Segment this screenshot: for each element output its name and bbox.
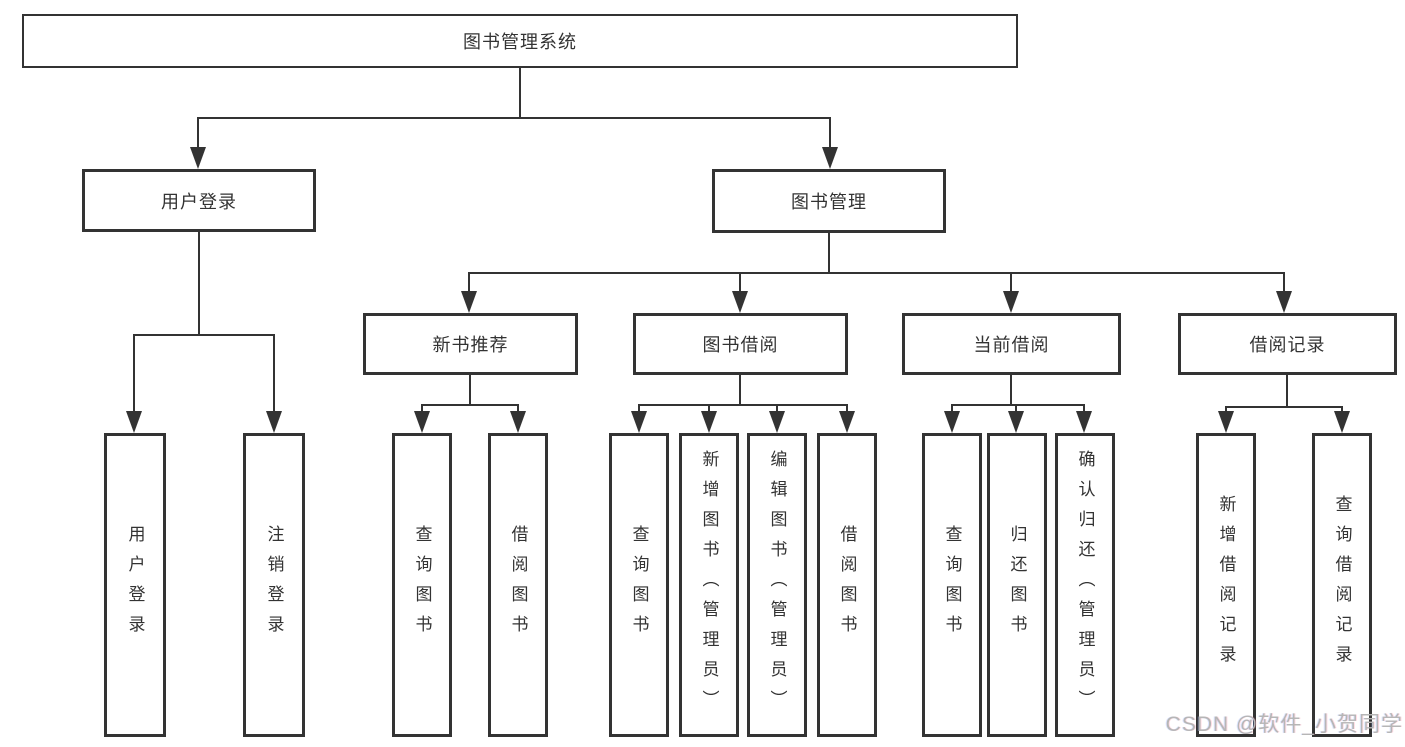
connector-line bbox=[951, 404, 953, 413]
node-user-login: 用户登录 bbox=[82, 169, 316, 232]
arrow-down-icon bbox=[701, 411, 717, 433]
connector-line bbox=[517, 404, 519, 413]
connector-line bbox=[468, 272, 1285, 274]
connector-line bbox=[1010, 272, 1012, 293]
node-root-label: 图书管理系统 bbox=[463, 32, 577, 52]
arrow-down-icon bbox=[1276, 291, 1292, 313]
leaf-confirm-return-admin: 确认归还（管理员） bbox=[1055, 433, 1115, 737]
node-borrow-records-label: 借阅记录 bbox=[1249, 335, 1326, 355]
node-book-management: 图书管理 bbox=[712, 169, 946, 233]
leaf-add-books-admin-label: 新增图书（管理员） bbox=[699, 450, 719, 720]
leaf-add-books-admin: 新增图书（管理员） bbox=[679, 433, 739, 737]
arrow-down-icon bbox=[266, 411, 282, 433]
arrow-down-icon bbox=[414, 411, 430, 433]
connector-line bbox=[273, 334, 275, 413]
leaf-query-books-2: 查询图书 bbox=[609, 433, 669, 737]
leaf-query-borrow-record-label: 查询借阅记录 bbox=[1332, 495, 1352, 675]
connector-line bbox=[469, 374, 471, 406]
connector-line bbox=[197, 117, 831, 119]
leaf-return-books: 归还图书 bbox=[987, 433, 1047, 737]
node-book-borrow-label: 图书借阅 bbox=[702, 335, 779, 355]
arrow-down-icon bbox=[1003, 291, 1019, 313]
leaf-edit-books-admin-label: 编辑图书（管理员） bbox=[767, 450, 787, 720]
connector-line bbox=[846, 404, 848, 413]
leaf-borrow-books-1: 借阅图书 bbox=[488, 433, 548, 737]
arrow-down-icon bbox=[732, 291, 748, 313]
connector-line bbox=[1341, 406, 1343, 413]
arrow-down-icon bbox=[1076, 411, 1092, 433]
connector-line bbox=[133, 334, 275, 336]
arrow-down-icon bbox=[1218, 411, 1234, 433]
connector-line bbox=[952, 404, 1085, 406]
arrow-down-icon bbox=[190, 147, 206, 169]
connector-line bbox=[708, 404, 710, 413]
connector-line bbox=[133, 334, 135, 413]
leaf-logout-label: 注销登录 bbox=[264, 525, 284, 645]
connector-line bbox=[468, 272, 470, 293]
leaf-confirm-return-admin-label: 确认归还（管理员） bbox=[1075, 450, 1095, 720]
node-root: 图书管理系统 bbox=[22, 14, 1018, 68]
leaf-add-borrow-record-label: 新增借阅记录 bbox=[1216, 495, 1236, 675]
connector-line bbox=[1283, 272, 1285, 293]
leaf-borrow-books-2-label: 借阅图书 bbox=[837, 525, 857, 645]
node-book-borrow: 图书借阅 bbox=[633, 313, 848, 375]
connector-line bbox=[1083, 404, 1085, 413]
leaf-user-login-label: 用户登录 bbox=[125, 525, 145, 645]
leaf-query-books-3-label: 查询图书 bbox=[942, 525, 962, 645]
arrow-down-icon bbox=[1334, 411, 1350, 433]
node-book-management-label: 图书管理 bbox=[791, 192, 867, 212]
arrow-down-icon bbox=[822, 147, 838, 169]
arrow-down-icon bbox=[126, 411, 142, 433]
connector-line bbox=[198, 231, 200, 335]
connector-line bbox=[739, 272, 741, 293]
leaf-query-books-1: 查询图书 bbox=[392, 433, 452, 737]
connector-line bbox=[828, 232, 830, 273]
arrow-down-icon bbox=[769, 411, 785, 433]
connector-line bbox=[638, 404, 640, 413]
connector-line bbox=[829, 117, 831, 150]
csdn-watermark: CSDN @软件_小贺同学 bbox=[1165, 713, 1403, 736]
arrow-down-icon bbox=[631, 411, 647, 433]
leaf-query-books-3: 查询图书 bbox=[922, 433, 982, 737]
arrow-down-icon bbox=[510, 411, 526, 433]
node-borrow-records: 借阅记录 bbox=[1178, 313, 1397, 375]
connector-line bbox=[776, 404, 778, 413]
connector-line bbox=[422, 404, 519, 406]
arrow-down-icon bbox=[839, 411, 855, 433]
leaf-borrow-books-1-label: 借阅图书 bbox=[508, 525, 528, 645]
leaf-user-login: 用户登录 bbox=[104, 433, 166, 737]
node-current-borrow-label: 当前借阅 bbox=[973, 335, 1050, 355]
arrow-down-icon bbox=[1008, 411, 1024, 433]
leaf-borrow-books-2: 借阅图书 bbox=[817, 433, 877, 737]
arrow-down-icon bbox=[944, 411, 960, 433]
node-new-book-recommend: 新书推荐 bbox=[363, 313, 578, 375]
arrow-down-icon bbox=[461, 291, 477, 313]
leaf-add-borrow-record: 新增借阅记录 bbox=[1196, 433, 1256, 737]
node-current-borrow: 当前借阅 bbox=[902, 313, 1121, 375]
connector-line bbox=[1286, 374, 1288, 407]
connector-line bbox=[1015, 404, 1017, 413]
leaf-edit-books-admin: 编辑图书（管理员） bbox=[747, 433, 807, 737]
leaf-query-books-1-label: 查询图书 bbox=[412, 525, 432, 645]
connector-line bbox=[739, 374, 741, 406]
connector-line bbox=[639, 404, 848, 406]
leaf-logout: 注销登录 bbox=[243, 433, 305, 737]
connector-line bbox=[421, 404, 423, 413]
leaf-return-books-label: 归还图书 bbox=[1007, 525, 1027, 645]
connector-line bbox=[519, 67, 521, 118]
node-new-book-recommend-label: 新书推荐 bbox=[432, 335, 509, 355]
connector-line bbox=[1226, 406, 1343, 408]
node-user-login-label: 用户登录 bbox=[161, 191, 237, 212]
connector-line bbox=[197, 117, 199, 150]
connector-line bbox=[1010, 374, 1012, 406]
leaf-query-books-2-label: 查询图书 bbox=[629, 525, 649, 645]
leaf-query-borrow-record: 查询借阅记录 bbox=[1312, 433, 1372, 737]
connector-line bbox=[1225, 406, 1227, 413]
